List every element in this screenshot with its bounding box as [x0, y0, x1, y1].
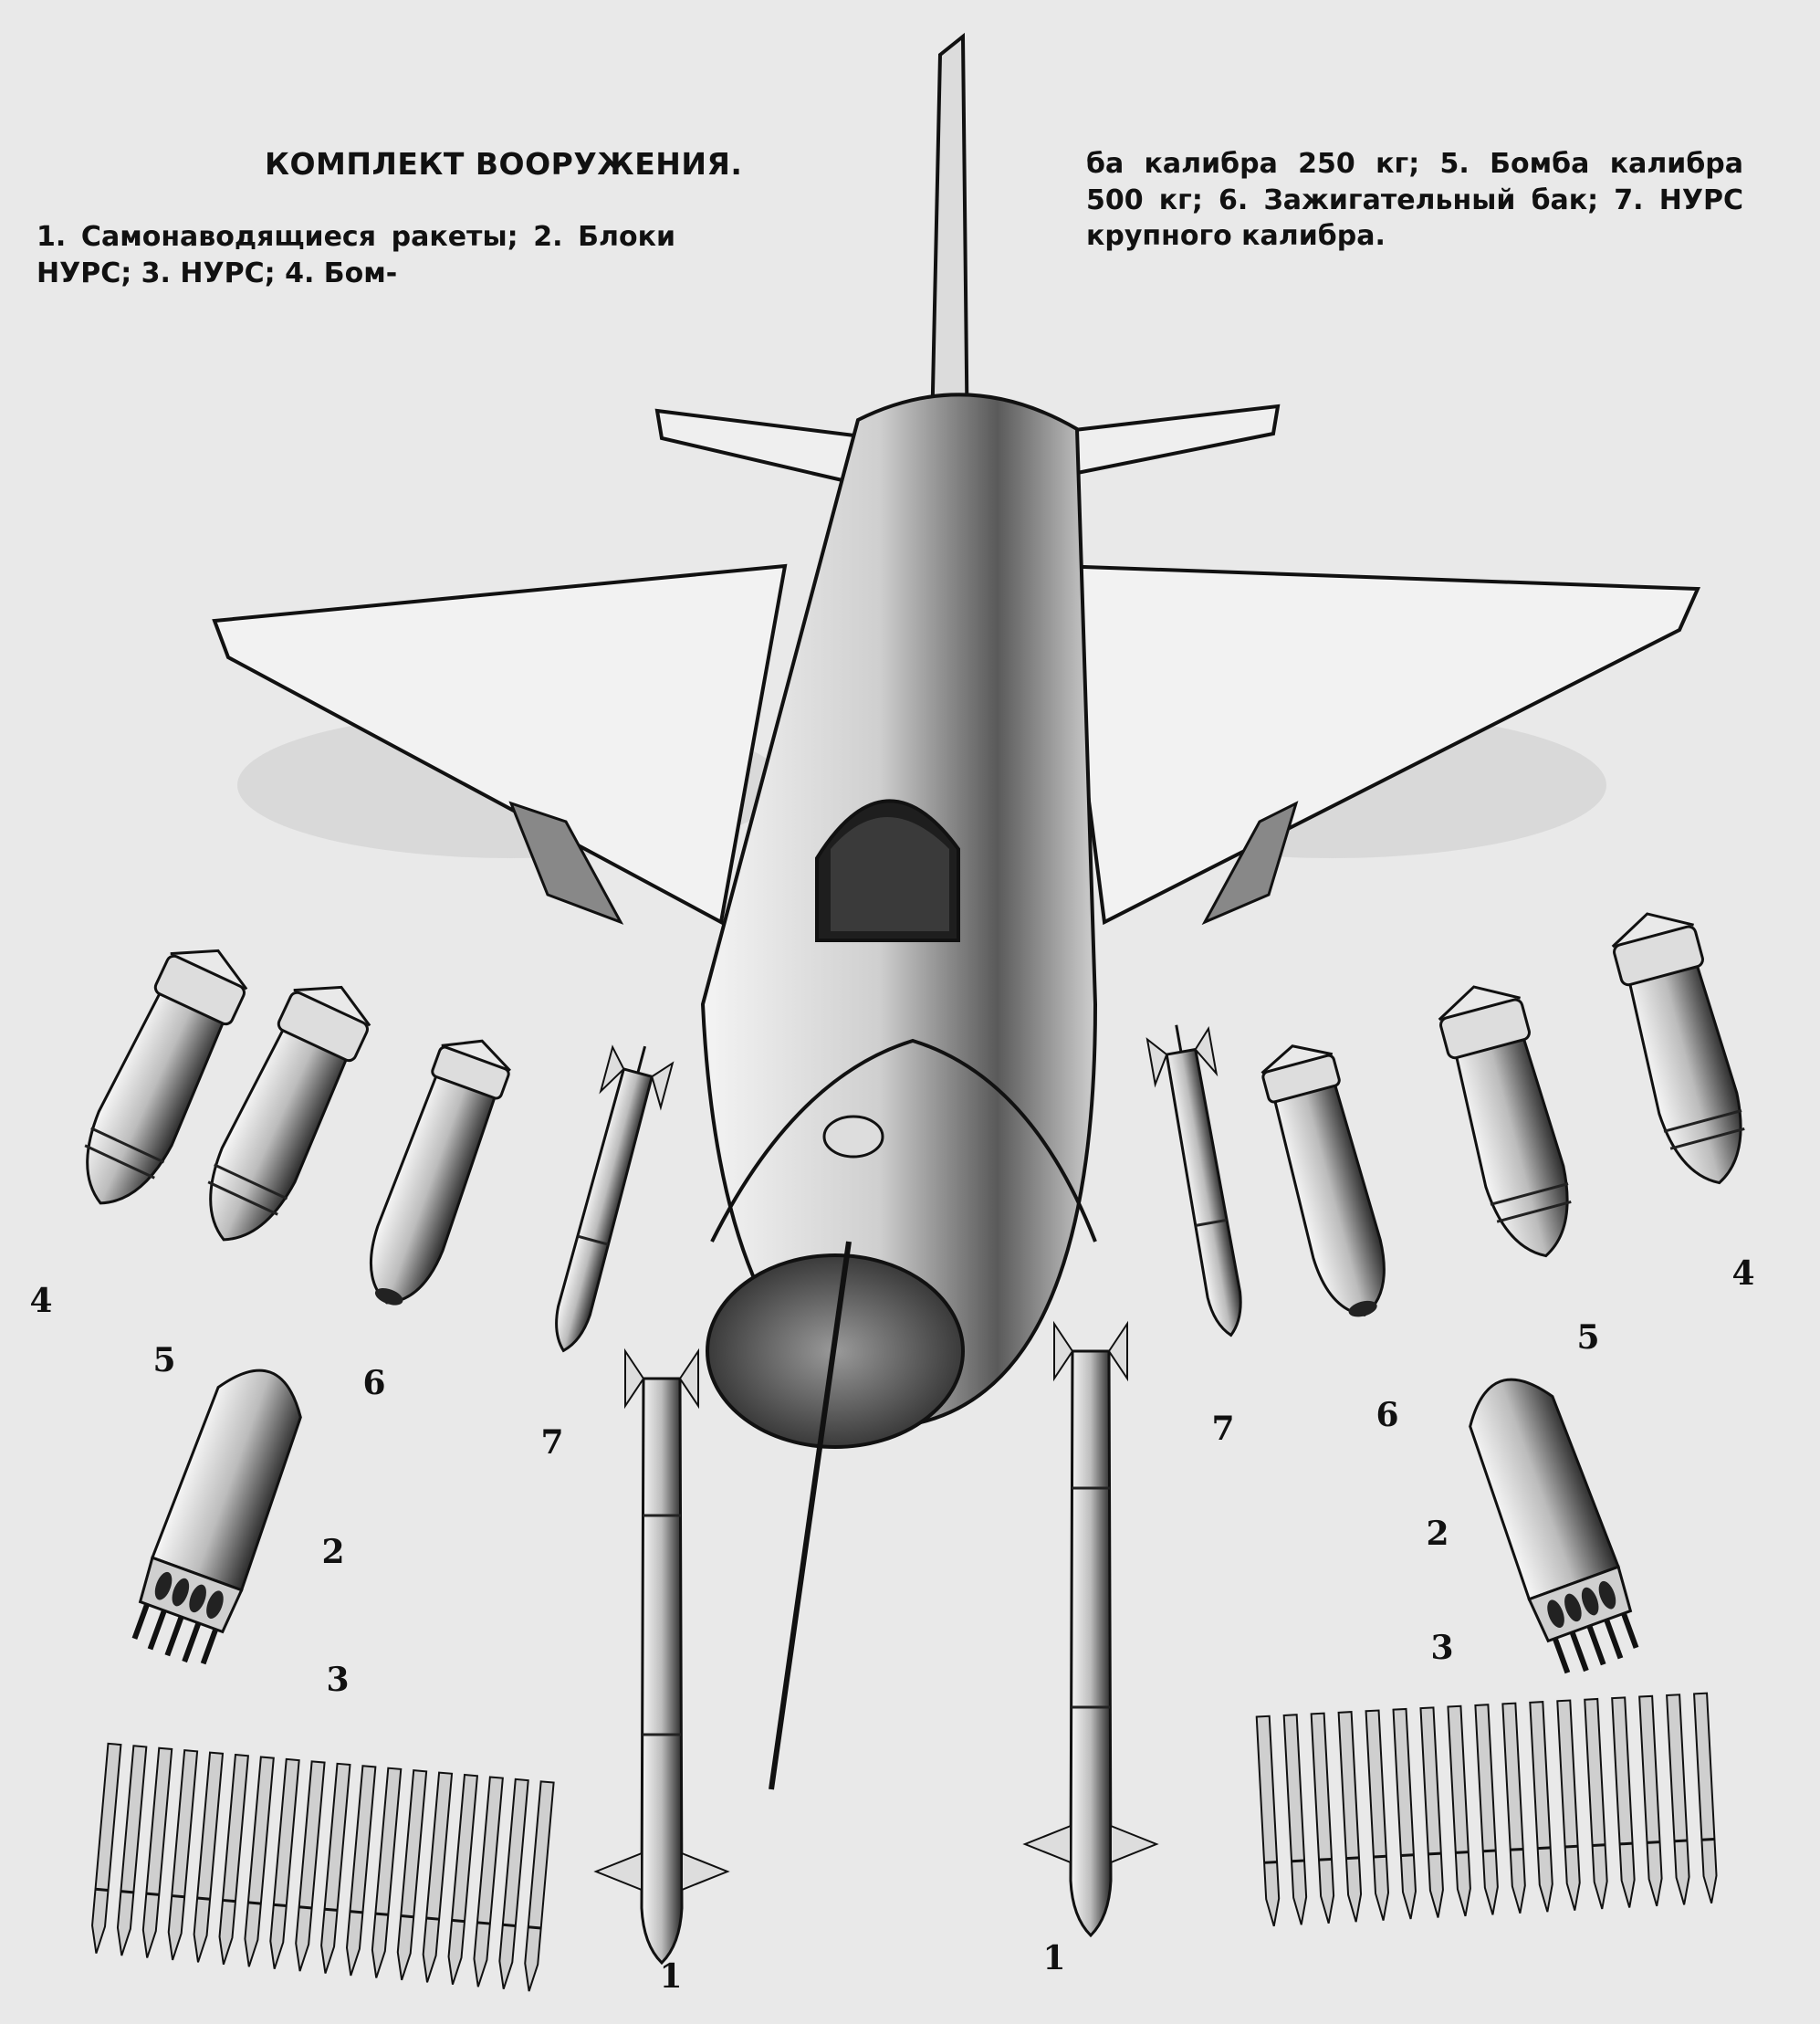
caption-left-text: 1. Самонаводящиеся ракеты; 2. Блоки НУРС… [37, 221, 675, 289]
label-left-6: 6 [362, 1364, 386, 1402]
label-left-4: 4 [29, 1282, 53, 1320]
label-right-7: 7 [1211, 1410, 1235, 1448]
label-left-1: 1 [659, 1957, 683, 1996]
label-right-6: 6 [1375, 1396, 1399, 1434]
label-right-1: 1 [1042, 1939, 1066, 1977]
label-left-5: 5 [152, 1341, 176, 1379]
label-right-4: 4 [1731, 1254, 1755, 1293]
label-left-2: 2 [321, 1533, 345, 1571]
label-left-3: 3 [326, 1661, 350, 1699]
label-right-3: 3 [1430, 1629, 1454, 1667]
label-right-2: 2 [1426, 1515, 1449, 1553]
label-right-5: 5 [1576, 1318, 1600, 1357]
caption-title: КОМПЛЕКТ ВООРУЖЕНИЯ. [265, 146, 743, 182]
label-left-7: 7 [540, 1423, 564, 1462]
caption-right-text: ба калибра 250 кг; 5. Бомба калибра 500 … [1086, 148, 1743, 253]
